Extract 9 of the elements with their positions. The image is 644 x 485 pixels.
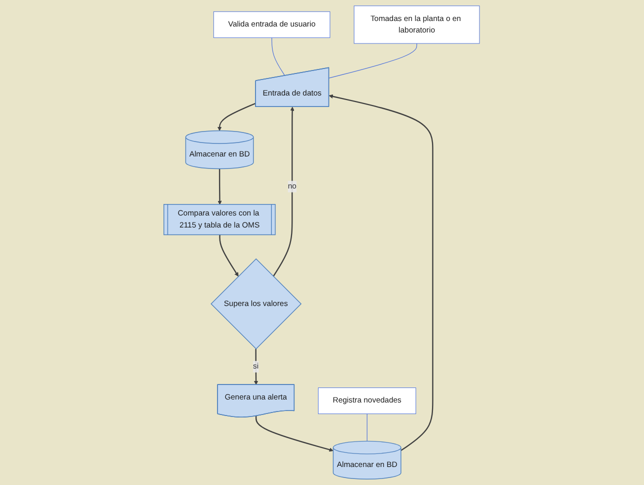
- arrow: [273, 106, 295, 277]
- leader-line: [329, 43, 418, 78]
- leader-line: [367, 414, 368, 442]
- arrow: [218, 168, 222, 205]
- arrow: [218, 102, 256, 131]
- leader-line: [272, 37, 286, 76]
- arrow: [329, 94, 434, 452]
- arrow: [256, 416, 334, 452]
- arrow: [219, 235, 239, 277]
